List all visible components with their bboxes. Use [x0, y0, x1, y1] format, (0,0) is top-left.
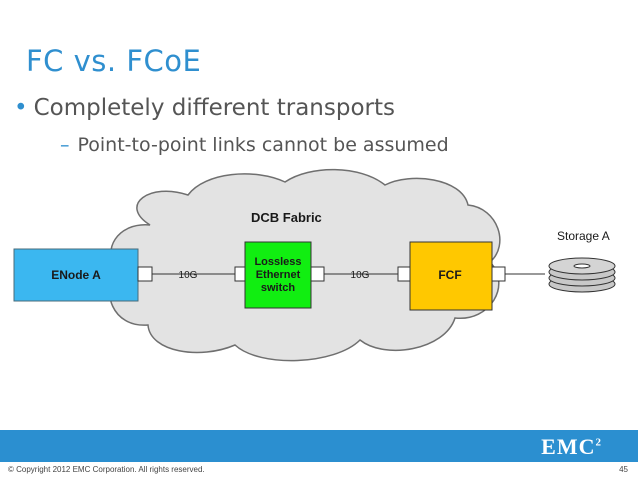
- bullet-1-text: Completely different transports: [33, 95, 395, 121]
- switch-port-right: [310, 266, 325, 282]
- fcf-box: [409, 241, 493, 311]
- fabric-label: DCB Fabric: [251, 210, 322, 225]
- switch-label-line-3: switch: [261, 282, 296, 294]
- dcb-fabric-diagram: DCB Fabric ENode A 10G Lossless Ethernet…: [13, 168, 616, 362]
- enode-a-label: ENode A: [51, 268, 101, 282]
- footer-bar: [0, 430, 638, 462]
- emc-logo-text: EMC: [541, 434, 596, 459]
- bullet-dash-icon: –: [60, 134, 70, 156]
- fcf-port-right: [491, 266, 506, 282]
- switch-port-left: [234, 266, 246, 282]
- bullet-level-2: –Point-to-point links cannot be assumed: [60, 134, 449, 156]
- emc-logo-superscript: 2: [595, 436, 602, 449]
- storage-disk-stack-icon: [548, 257, 616, 293]
- fcf-label: FCF: [438, 268, 461, 282]
- emc-logo: EMC2: [541, 434, 602, 460]
- link-1-speed: 10G: [179, 270, 198, 281]
- enode-a-port: [137, 266, 153, 282]
- page-number: 45: [619, 465, 628, 474]
- switch-label-line-1: Lossless: [254, 256, 301, 268]
- switch-label-line-2: Ethernet: [256, 269, 301, 281]
- storage-a-label: Storage A: [557, 229, 610, 243]
- bullet-dot-icon: •: [14, 95, 28, 121]
- bullet-2-text: Point-to-point links cannot be assumed: [77, 134, 449, 156]
- enode-a-box: [13, 248, 139, 302]
- copyright-notice: © Copyright 2012 EMC Corporation. All ri…: [8, 465, 205, 474]
- slide-title: FC vs. FCoE: [26, 44, 202, 78]
- bullet-level-1: •Completely different transports: [14, 95, 395, 121]
- fcf-port-left: [397, 266, 411, 282]
- link-2-speed: 10G: [351, 270, 370, 281]
